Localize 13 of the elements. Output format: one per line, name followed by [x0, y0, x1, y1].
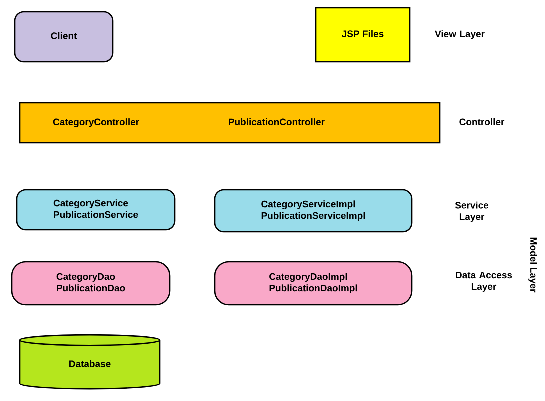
layer-label: Controller: [460, 118, 505, 126]
dao-box: CategoryDaoImpl PublicationDaoImpl: [214, 261, 413, 306]
service-box: CategoryService PublicationService: [16, 189, 176, 231]
layer-label: Data Access Layer: [456, 272, 512, 292]
controller-band: CategoryController PublicationController: [19, 102, 441, 144]
service-box: CategoryServiceImpl PublicationServiceImpl: [214, 189, 413, 233]
layer-label: Model Layer: [528, 238, 538, 293]
dao-box: CategoryDao PublicationDao: [11, 261, 171, 306]
layer-label: Service Layer: [455, 202, 489, 222]
database-cylinder: Database: [19, 334, 161, 390]
client-box: Client: [14, 11, 114, 63]
layer-label: View Layer: [435, 30, 485, 40]
file-box: JSP Files: [315, 7, 411, 63]
